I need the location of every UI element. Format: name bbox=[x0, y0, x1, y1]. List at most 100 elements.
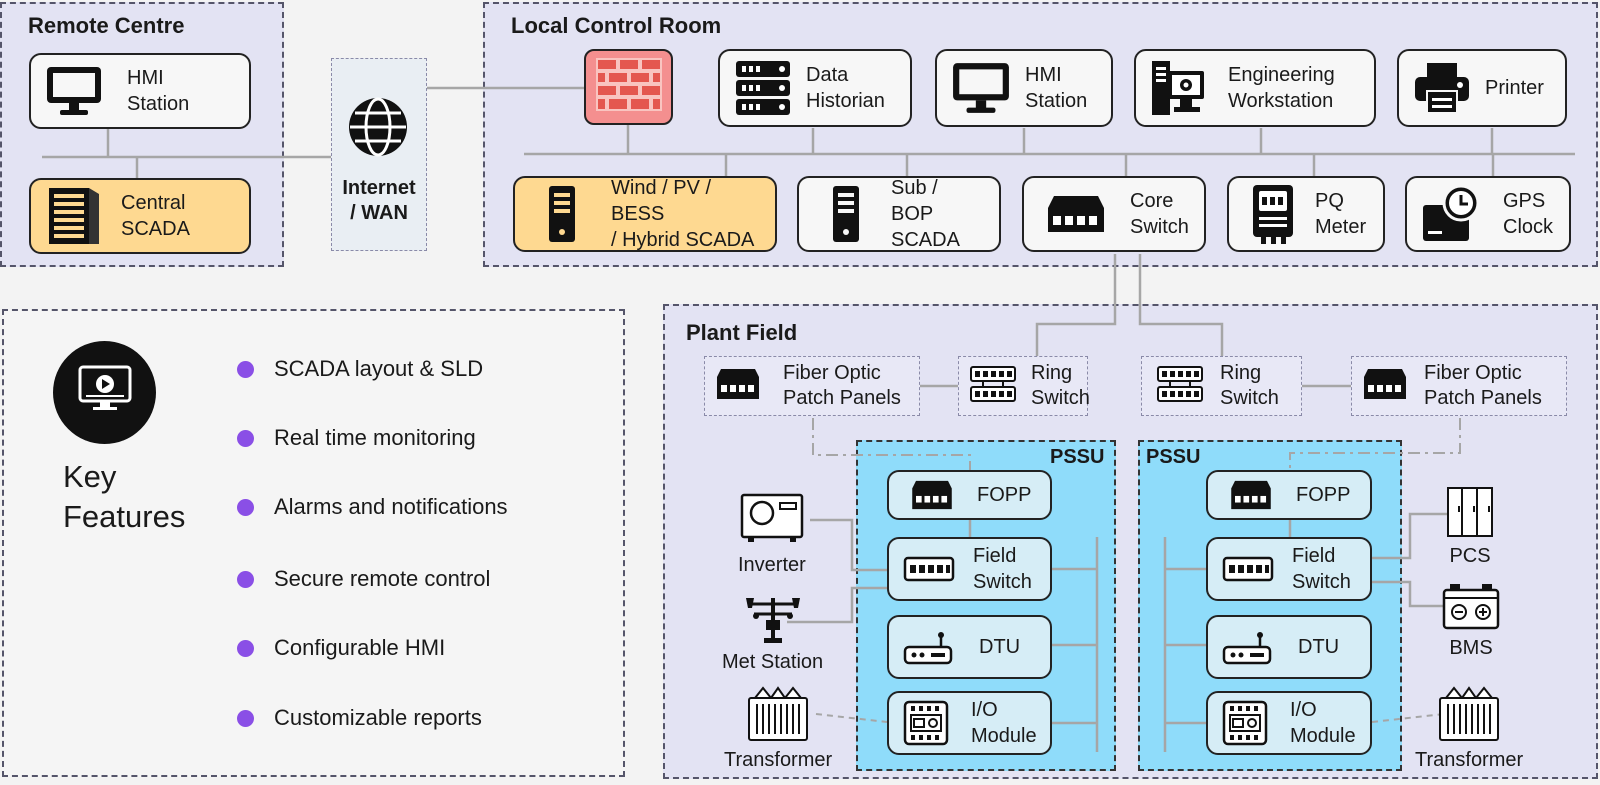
globe-icon bbox=[347, 96, 409, 163]
plant-field-title: Plant Field bbox=[686, 320, 798, 345]
workstation-gear-icon bbox=[1150, 59, 1206, 117]
pcs-label: PCS bbox=[1449, 545, 1491, 567]
ring-switch-left[interactable]: Ring Switch bbox=[958, 356, 1090, 416]
met-station-label: Met Station bbox=[722, 651, 824, 673]
transformer-left-label: Transformer bbox=[724, 749, 833, 771]
patch-panel-icon bbox=[1228, 479, 1274, 511]
printer-icon bbox=[1413, 61, 1471, 115]
pssu-left-io-module[interactable]: I/O Module bbox=[887, 691, 1052, 755]
pssu-right-title: PSSU bbox=[1146, 446, 1201, 468]
patch-panel-icon bbox=[715, 367, 761, 406]
inverter-icon bbox=[740, 493, 804, 548]
pssu-left-field-switch[interactable]: Field Switch bbox=[887, 537, 1052, 601]
inverter-label: Inverter bbox=[738, 554, 806, 576]
sub-bop-scada-label: Sub / BOP SCADA bbox=[891, 177, 960, 251]
gps-clock-icon bbox=[1421, 185, 1483, 243]
transformer-right-label: Transformer bbox=[1415, 749, 1524, 771]
pssu-left-fopp-label: FOPP bbox=[977, 484, 1032, 506]
pssu-right-field-switch[interactable]: Field Switch bbox=[1206, 537, 1372, 601]
transformer-right[interactable]: Transformer bbox=[1415, 686, 1523, 772]
printer[interactable]: Printer bbox=[1397, 49, 1567, 127]
bms-label: BMS bbox=[1449, 637, 1493, 659]
hybrid-scada-label: Wind / PV / BESS / Hybrid SCADA bbox=[611, 177, 755, 251]
feature-label: Configurable HMI bbox=[274, 635, 446, 660]
field-switch-icon bbox=[903, 556, 955, 582]
pssu-left-dtu[interactable]: DTU bbox=[887, 615, 1052, 679]
bullet-dot bbox=[237, 429, 254, 447]
power-meter-icon bbox=[1251, 183, 1295, 245]
feature-item: Customizable reports bbox=[237, 705, 482, 731]
remote-centre-title: Remote Centre bbox=[28, 13, 185, 38]
remote-hmi-station-label: HMI Station bbox=[127, 67, 190, 115]
local-hmi-station[interactable]: HMI Station bbox=[935, 49, 1113, 127]
firewall-brick-icon bbox=[595, 57, 662, 117]
transformer-left[interactable]: Transformer bbox=[724, 686, 832, 772]
pssu-right-dtu-label: DTU bbox=[1298, 636, 1340, 658]
ring-switch-icon bbox=[1156, 365, 1204, 408]
pssu-right-io-module[interactable]: I/O Module bbox=[1206, 691, 1372, 755]
pssu-right-fopp-label: FOPP bbox=[1296, 484, 1351, 506]
database-server-icon bbox=[734, 59, 792, 117]
fiber-patch-panel-right[interactable]: Fiber Optic Patch Panels bbox=[1351, 356, 1567, 416]
fiber-patch-panel-left-label: Fiber Optic Patch Panels bbox=[783, 362, 901, 409]
transformer-icon bbox=[1438, 686, 1500, 747]
data-historian[interactable]: Data Historian bbox=[718, 49, 912, 127]
patch-panel-icon bbox=[909, 479, 955, 511]
router-icon bbox=[1222, 629, 1272, 665]
feature-item: Configurable HMI bbox=[237, 635, 445, 661]
pssu-right-dtu[interactable]: DTU bbox=[1206, 615, 1372, 679]
bms[interactable]: BMS bbox=[1442, 582, 1500, 660]
patch-panel-icon bbox=[1362, 367, 1408, 406]
transformer-icon bbox=[747, 686, 809, 747]
pssu-left-fopp[interactable]: FOPP bbox=[887, 470, 1052, 520]
bullet-dot bbox=[237, 360, 254, 378]
pcs-cabinet-icon bbox=[1446, 486, 1494, 543]
pssu-left-io-module-label: I/O Module bbox=[971, 699, 1037, 747]
remote-hmi-station[interactable]: HMI Station bbox=[29, 53, 251, 129]
bullet-dot bbox=[237, 498, 254, 516]
tower-server-icon bbox=[547, 184, 577, 244]
ring-switch-left-label: Ring Switch bbox=[1031, 362, 1090, 409]
feature-label: Customizable reports bbox=[274, 705, 482, 730]
local-hmi-station-label: HMI Station bbox=[1025, 64, 1088, 112]
key-features-badge bbox=[53, 341, 156, 444]
firewall[interactable] bbox=[584, 49, 673, 125]
ring-switch-icon bbox=[969, 365, 1017, 408]
pq-meter[interactable]: PQ Meter bbox=[1227, 176, 1385, 252]
tower-server-icon bbox=[831, 184, 861, 244]
monitor-icon bbox=[45, 65, 103, 117]
feature-item: SCADA layout & SLD bbox=[237, 356, 483, 382]
fiber-patch-panel-right-label: Fiber Optic Patch Panels bbox=[1424, 362, 1542, 409]
central-scada-label: Central SCADA bbox=[121, 192, 190, 240]
met-station[interactable]: Met Station bbox=[722, 594, 823, 674]
pssu-right-field-switch-label: Field Switch bbox=[1292, 545, 1351, 593]
hybrid-scada[interactable]: Wind / PV / BESS / Hybrid SCADA bbox=[513, 176, 777, 252]
core-switch[interactable]: Core Switch bbox=[1022, 176, 1206, 252]
ring-switch-right-label: Ring Switch bbox=[1220, 362, 1279, 409]
engineering-workstation-label: Engineering Workstation bbox=[1228, 64, 1335, 112]
pcs[interactable]: PCS bbox=[1446, 486, 1494, 568]
sub-bop-scada[interactable]: Sub / BOP SCADA bbox=[797, 176, 1001, 252]
feature-item: Secure remote control bbox=[237, 566, 490, 592]
key-features-panel bbox=[2, 309, 625, 777]
pssu-right-fopp[interactable]: FOPP bbox=[1206, 470, 1372, 520]
met-station-icon bbox=[742, 594, 804, 649]
internet-wan-label: Internet / WAN bbox=[342, 177, 416, 224]
network-switch-icon bbox=[1046, 194, 1106, 234]
inverter[interactable]: Inverter bbox=[738, 493, 806, 577]
fiber-patch-panel-left[interactable]: Fiber Optic Patch Panels bbox=[704, 356, 920, 416]
feature-label: Alarms and notifications bbox=[274, 494, 508, 519]
feature-label: Real time monitoring bbox=[274, 425, 476, 450]
gps-clock-label: GPS Clock bbox=[1503, 190, 1554, 238]
ring-switch-right[interactable]: Ring Switch bbox=[1141, 356, 1302, 416]
gps-clock[interactable]: GPS Clock bbox=[1405, 176, 1571, 252]
data-historian-label: Data Historian bbox=[806, 64, 885, 112]
engineering-workstation[interactable]: Engineering Workstation bbox=[1134, 49, 1376, 127]
feature-item: Real time monitoring bbox=[237, 425, 476, 451]
central-scada[interactable]: Central SCADA bbox=[29, 178, 251, 254]
feature-item: Alarms and notifications bbox=[237, 494, 508, 520]
field-switch-icon bbox=[1222, 556, 1274, 582]
bullet-dot bbox=[237, 709, 254, 727]
key-features-title: Key Features bbox=[63, 459, 186, 534]
